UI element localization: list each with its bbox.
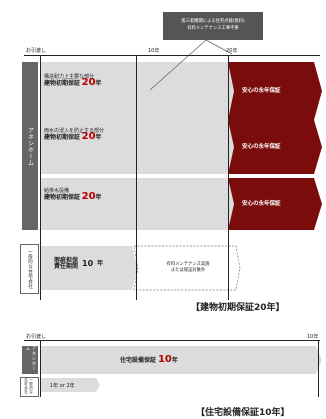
general-extension-line-2: または保証対象外 bbox=[170, 267, 206, 273]
row-2-unit: 年 bbox=[95, 134, 102, 141]
gridline2-handover bbox=[40, 340, 41, 397]
extension-arrow-2 bbox=[228, 120, 322, 174]
row-1-desc: 構造耐力上主要な部分 bbox=[44, 74, 95, 80]
tick2-handover: お引渡し bbox=[26, 334, 47, 340]
general-equipment-bar bbox=[40, 378, 100, 392]
row-1-value: 20 bbox=[81, 77, 96, 88]
callout-connector-2 bbox=[205, 39, 233, 55]
callout-line-1: 第三者機関による住宅点検(無料) bbox=[181, 19, 245, 24]
row-2-value: 20 bbox=[81, 131, 96, 142]
row-2-label: 建物初期保証 bbox=[44, 134, 81, 141]
side-label-anesi-home: アネシホーム bbox=[22, 62, 38, 230]
row-3-unit: 年 bbox=[95, 194, 102, 201]
general-company-box-2: 一般的な住宅会社 bbox=[20, 377, 39, 397]
row-1-text: 構造耐力上主要な部分 建物初期保証 20年 bbox=[44, 74, 102, 88]
equipment-label: 住宅設備保証 bbox=[120, 357, 157, 364]
row-1-label: 建物初期保証 bbox=[44, 80, 81, 87]
side-label-anesi-home-2: アネシホーム bbox=[22, 346, 38, 374]
row-3-value: 20 bbox=[81, 191, 96, 202]
tick-handover: お引渡し bbox=[26, 48, 47, 54]
general-extension-line-1: 有料メンテナンス実施 bbox=[166, 262, 210, 267]
callout-box: 第三者機関による住宅点検(無料) 有料メンテナンス工事不要 bbox=[163, 12, 263, 40]
row-2-desc: 雨水の浸入を防止する部分 bbox=[44, 128, 105, 134]
warranty-bar-2 bbox=[40, 120, 234, 174]
equipment-unit: 年 bbox=[171, 357, 178, 364]
general-extension bbox=[133, 245, 241, 291]
row-1-unit: 年 bbox=[95, 80, 102, 87]
gridline-10-years bbox=[136, 55, 137, 300]
row-3-extension: 安心の永年保証 bbox=[242, 201, 281, 207]
tick2-10-years: 10年 bbox=[307, 334, 319, 340]
extension-arrow-3 bbox=[228, 178, 322, 230]
row-3-desc: 給排水設備 bbox=[44, 188, 70, 194]
general-label-line-2: 責任期間 bbox=[54, 263, 79, 270]
general-company-label-2: 一般的な住宅会社 bbox=[24, 378, 34, 394]
tick-10-years: 10年 bbox=[148, 48, 160, 54]
general-extension-text: 有料メンテナンス実施 または保証対象外 bbox=[150, 262, 226, 273]
caption-building-warranty: 【建物初期保証20年】 bbox=[191, 303, 285, 313]
equipment-bar-text: 住宅設備保証 10年 bbox=[120, 354, 178, 365]
callout-connector-1 bbox=[149, 39, 207, 91]
general-equipment-text: 1年 or 2年 bbox=[50, 383, 75, 389]
warranty-bar-1 bbox=[40, 62, 234, 120]
callout-line-2: 有料メンテナンス工事不要 bbox=[187, 25, 239, 31]
timeline-axis bbox=[24, 55, 320, 56]
row-2-text: 雨水の浸入を防止する部分 建物初期保証 20年 bbox=[44, 128, 105, 142]
general-company-label: 一般的な住宅会社 bbox=[27, 249, 33, 289]
equipment-bar bbox=[40, 346, 322, 374]
tick-20-years: 20年 bbox=[226, 48, 238, 54]
caption-equipment-warranty: 【住宅設備保証10年】 bbox=[196, 408, 290, 418]
extension-arrow-1 bbox=[228, 62, 322, 120]
general-unit: 年 bbox=[97, 260, 104, 267]
row-3-label: 建物初期保証 bbox=[44, 194, 81, 201]
equipment-value: 10 bbox=[157, 354, 172, 365]
gridline-handover bbox=[40, 55, 41, 300]
general-bar bbox=[40, 246, 138, 290]
gridline2-10-years bbox=[318, 340, 319, 397]
general-value: 10 bbox=[82, 259, 94, 268]
general-company-box: 一般的な住宅会社 bbox=[20, 244, 39, 294]
row-1-extension: 安心の永年保証 bbox=[242, 88, 281, 94]
gridline-20-years bbox=[228, 55, 229, 300]
timeline-axis-2 bbox=[24, 340, 320, 341]
row-3-text: 給排水設備 建物初期保証 20年 bbox=[44, 188, 102, 202]
general-label-line-1: 瑕疵担保 bbox=[54, 257, 79, 264]
row-2-extension: 安心の永年保証 bbox=[242, 144, 281, 150]
warranty-bar-3 bbox=[40, 178, 234, 230]
